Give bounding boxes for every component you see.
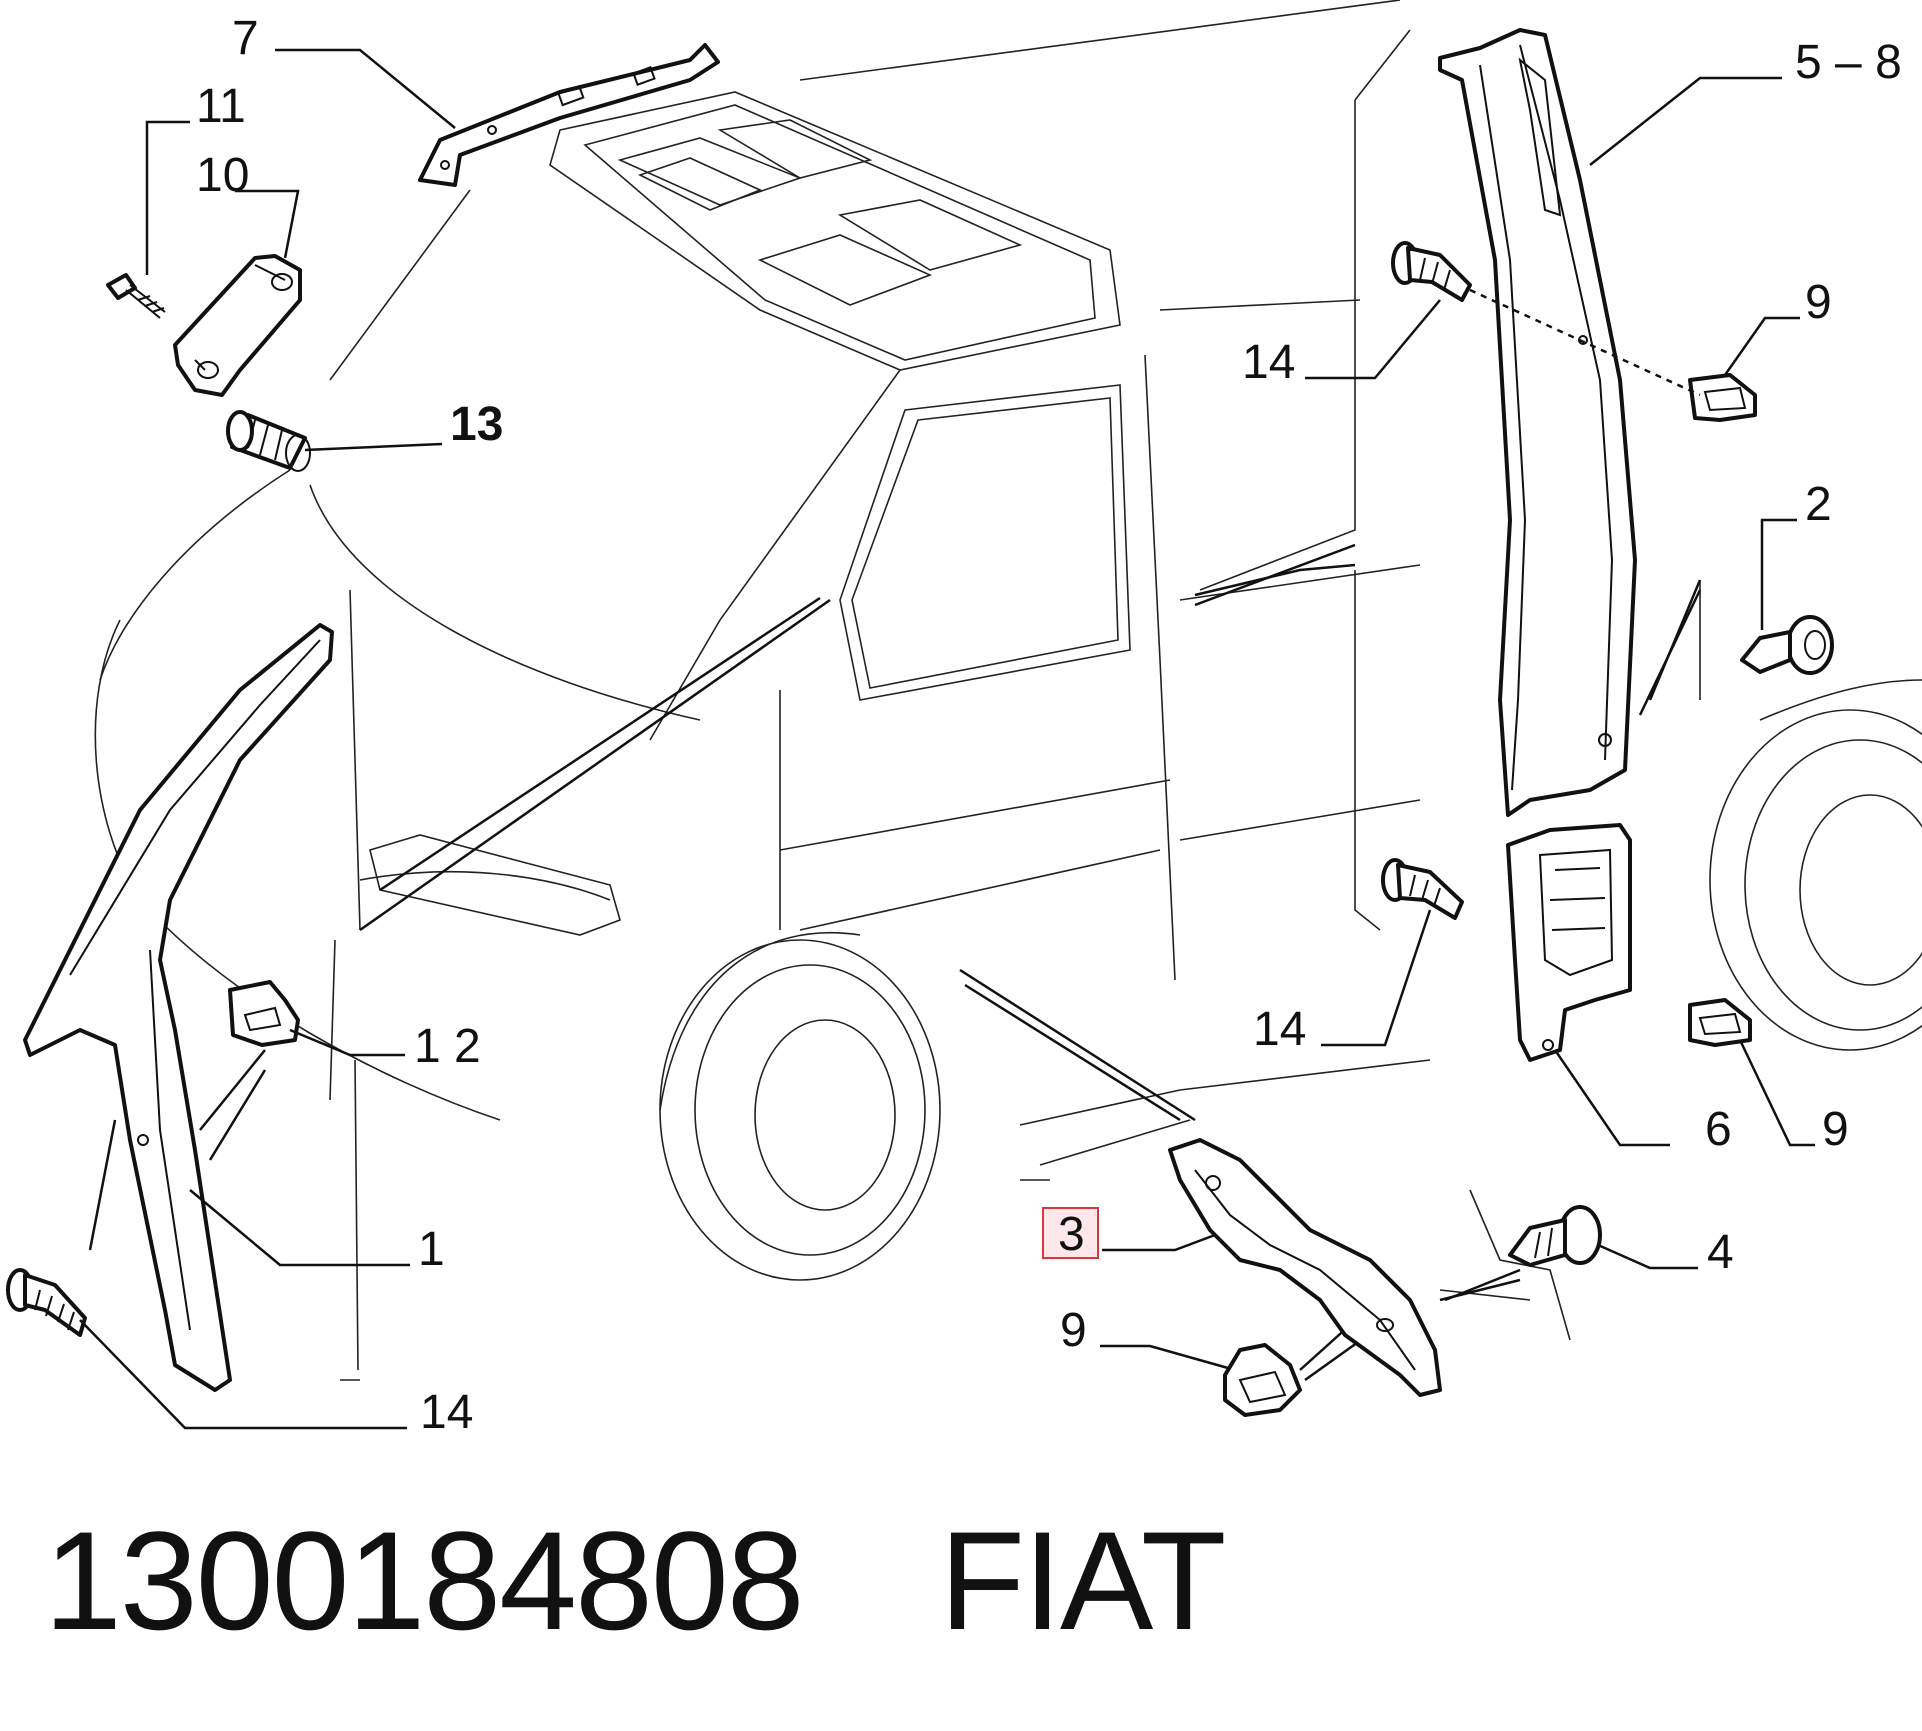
- callout-3-highlight: [1042, 1207, 1099, 1259]
- callout-9-top[interactable]: 9: [1805, 276, 1832, 329]
- callout-4[interactable]: 4: [1707, 1226, 1734, 1279]
- part-number: 1300184808: [44, 1502, 805, 1659]
- callout-9-mid[interactable]: 9: [1822, 1103, 1849, 1156]
- callout-3[interactable]: 3: [1058, 1208, 1085, 1261]
- part-14-screw-top[interactable]: [1391, 241, 1472, 302]
- part-10-bracket[interactable]: [173, 254, 302, 397]
- part-7-roof-trim[interactable]: [418, 43, 720, 187]
- pointer-lines: [88, 543, 1702, 1382]
- callout-13[interactable]: 13: [450, 398, 503, 451]
- callout-14-mid[interactable]: 14: [1253, 1003, 1306, 1056]
- part-1-a-pillar-trim[interactable]: [23, 623, 334, 1392]
- part-9-clip-bottom[interactable]: [1223, 1343, 1302, 1417]
- callout-2[interactable]: 2: [1805, 478, 1832, 531]
- part-2-push-rivet[interactable]: [1740, 615, 1834, 675]
- callout-labels: 7 11 10 13 5 – 8 14 9 2 14 1 2 6 9 3 4 9…: [196, 12, 1902, 1439]
- part-6-lower-panel[interactable]: [1506, 823, 1632, 1062]
- leader-lines: [79, 48, 1815, 1430]
- callout-14-top[interactable]: 14: [1242, 336, 1295, 389]
- part-11-screw[interactable]: [106, 273, 166, 319]
- part-9-clip-mid[interactable]: [1688, 998, 1752, 1047]
- part-9-clip-top[interactable]: [1688, 373, 1757, 422]
- callout-7[interactable]: 7: [232, 12, 259, 65]
- part-number-footer: 1300184808 FIAT: [44, 1500, 1227, 1662]
- part-12-clip[interactable]: [228, 980, 300, 1047]
- brand-name: FIAT: [939, 1502, 1227, 1659]
- callout-12[interactable]: 1 2: [414, 1020, 481, 1073]
- part-14-screw-bottom-left[interactable]: [6, 1268, 87, 1337]
- part-14-screw-mid[interactable]: [1381, 858, 1464, 920]
- van-outline: [94, 0, 1922, 1381]
- part-13-sleeve[interactable]: [226, 410, 311, 472]
- part-5-8-b-pillar-trim[interactable]: [1438, 28, 1637, 817]
- callout-11[interactable]: 11: [196, 80, 246, 133]
- callout-1[interactable]: 1: [418, 1223, 445, 1276]
- callout-10[interactable]: 10: [196, 149, 249, 202]
- callout-9-bot[interactable]: 9: [1060, 1304, 1087, 1357]
- callout-14-bot[interactable]: 14: [420, 1386, 473, 1439]
- callout-6[interactable]: 6: [1705, 1103, 1732, 1156]
- callout-5-8[interactable]: 5 – 8: [1795, 36, 1902, 89]
- part-3-wheel-arch-trim[interactable]: [1168, 1138, 1442, 1397]
- part-4-push-rivet[interactable]: [1508, 1205, 1602, 1267]
